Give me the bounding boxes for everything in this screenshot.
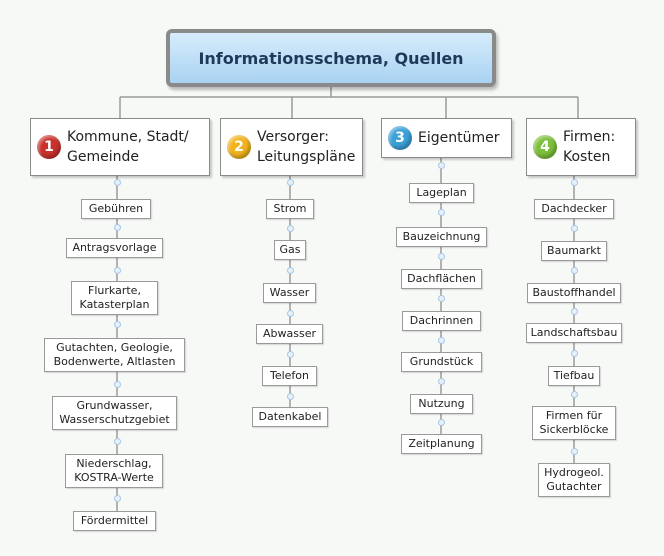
collapse-toggle-icon[interactable] <box>570 349 578 357</box>
collapse-toggle-icon[interactable] <box>570 390 578 398</box>
leaf-dachrinnen[interactable]: Dachrinnen <box>402 311 481 331</box>
leaf-gas[interactable]: Gas <box>274 240 306 260</box>
collapse-toggle-icon[interactable] <box>113 320 121 328</box>
branch-label: Firmen: Kosten <box>563 129 616 165</box>
leaf-firmen-sickerbloecke[interactable]: Firmen für Sickerblöcke <box>532 406 616 440</box>
branch-eigentuemer[interactable]: 3 Eigentümer <box>381 118 512 158</box>
leaf-lageplan[interactable]: Lageplan <box>409 183 474 203</box>
number-2-icon: 2 <box>227 135 251 159</box>
collapse-toggle-icon[interactable] <box>113 223 121 231</box>
number-3-icon: 3 <box>388 126 412 150</box>
collapse-toggle-icon[interactable] <box>437 252 445 260</box>
collapse-toggle-icon[interactable] <box>286 178 294 186</box>
collapse-toggle-icon[interactable] <box>113 437 121 445</box>
leaf-dachflaechen[interactable]: Dachflächen <box>401 269 482 289</box>
leaf-gutachten[interactable]: Gutachten, Geologie, Bodenwerte, Altlast… <box>44 338 185 372</box>
leaf-flurkarte[interactable]: Flurkarte, Katasterplan <box>71 281 158 315</box>
leaf-bauzeichnung[interactable]: Bauzeichnung <box>396 227 487 247</box>
root-title: Informationsschema, Quellen <box>198 48 464 68</box>
branch-label: Versorger: Leitungspläne <box>257 129 356 165</box>
leaf-antragsvorlage[interactable]: Antragsvorlage <box>66 238 163 258</box>
root-topic[interactable]: Informationsschema, Quellen <box>166 29 496 87</box>
leaf-tiefbau[interactable]: Tiefbau <box>548 366 600 386</box>
collapse-toggle-icon[interactable] <box>437 294 445 302</box>
collapse-toggle-icon[interactable] <box>437 418 445 426</box>
collapse-toggle-icon[interactable] <box>437 208 445 216</box>
number-1-icon: 1 <box>37 135 61 159</box>
collapse-toggle-icon[interactable] <box>570 266 578 274</box>
leaf-baustoffhandel[interactable]: Baustoffhandel <box>527 283 621 303</box>
collapse-toggle-icon[interactable] <box>286 392 294 400</box>
branch-label: Kommune, Stadt/ Gemeinde <box>67 129 189 165</box>
leaf-hydrogeol-gutachter[interactable]: Hydrogeol. Gutachter <box>538 463 610 497</box>
branch-kommune[interactable]: 1 Kommune, Stadt/ Gemeinde <box>30 118 210 176</box>
leaf-abwasser[interactable]: Abwasser <box>256 324 323 344</box>
collapse-toggle-icon[interactable] <box>113 178 121 186</box>
collapse-toggle-icon[interactable] <box>113 494 121 502</box>
leaf-zeitplanung[interactable]: Zeitplanung <box>401 434 482 454</box>
collapse-toggle-icon[interactable] <box>570 447 578 455</box>
collapse-toggle-icon[interactable] <box>286 309 294 317</box>
branch-label: Eigentümer <box>418 130 500 146</box>
leaf-dachdecker[interactable]: Dachdecker <box>534 199 614 219</box>
collapse-toggle-icon[interactable] <box>570 178 578 186</box>
branch-versorger[interactable]: 2 Versorger: Leitungspläne <box>220 118 363 176</box>
leaf-wasser[interactable]: Wasser <box>263 283 316 303</box>
collapse-toggle-icon[interactable] <box>570 307 578 315</box>
leaf-baumarkt[interactable]: Baumarkt <box>541 241 607 261</box>
collapse-toggle-icon[interactable] <box>286 266 294 274</box>
collapse-toggle-icon[interactable] <box>437 336 445 344</box>
collapse-toggle-icon[interactable] <box>437 161 445 169</box>
leaf-grundstueck[interactable]: Grundstück <box>401 352 482 372</box>
collapse-toggle-icon[interactable] <box>437 377 445 385</box>
collapse-toggle-icon[interactable] <box>286 350 294 358</box>
leaf-datenkabel[interactable]: Datenkabel <box>252 407 328 427</box>
collapse-toggle-icon[interactable] <box>113 266 121 274</box>
leaf-gebuehren[interactable]: Gebühren <box>81 199 151 219</box>
collapse-toggle-icon[interactable] <box>286 224 294 232</box>
leaf-nutzung[interactable]: Nutzung <box>410 394 473 414</box>
number-4-icon: 4 <box>533 135 557 159</box>
leaf-landschaftsbau[interactable]: Landschaftsbau <box>526 323 622 343</box>
collapse-toggle-icon[interactable] <box>113 380 121 388</box>
leaf-strom[interactable]: Strom <box>266 199 314 219</box>
branch-firmen[interactable]: 4 Firmen: Kosten <box>526 118 636 176</box>
leaf-grundwasser[interactable]: Grundwasser, Wasserschutzgebiet <box>52 396 177 430</box>
leaf-telefon[interactable]: Telefon <box>262 366 317 386</box>
leaf-foerdermittel[interactable]: Fördermittel <box>73 511 156 531</box>
leaf-niederschlag[interactable]: Niederschlag, KOSTRA-Werte <box>65 454 163 488</box>
collapse-toggle-icon[interactable] <box>570 224 578 232</box>
